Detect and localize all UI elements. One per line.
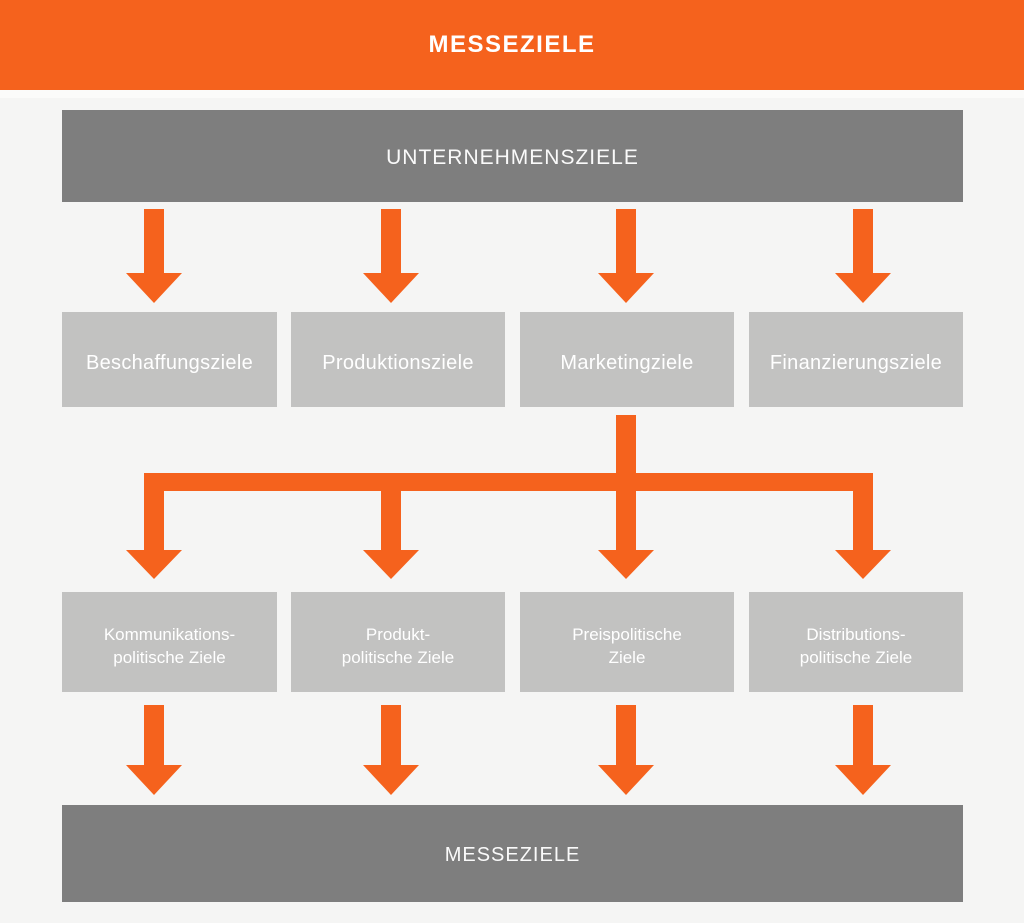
down-arrow-icon — [126, 209, 182, 303]
node-finanzierungsziele: Finanzierungsziele — [749, 312, 963, 407]
connector-drop — [381, 473, 401, 550]
node-preispolitische-ziele: Preispolitische Ziele — [520, 592, 734, 692]
node-label: Beschaffungsziele — [85, 352, 254, 374]
node-beschaffungsziele: Beschaffungsziele — [62, 312, 277, 407]
down-arrow-icon — [126, 705, 182, 795]
node-label: UNTERNEHMENSZIELE — [386, 146, 639, 169]
node-kommunikationspolitische-ziele: Kommunikations- politische Ziele — [62, 592, 277, 692]
node-label-line1: Kommunikations- — [103, 624, 236, 644]
node-label-line2: politische Ziele — [799, 648, 913, 667]
node-unternehmensziele: UNTERNEHMENSZIELE — [62, 110, 963, 202]
node-label: Produktionsziele — [322, 352, 474, 374]
down-arrow-icon — [598, 209, 654, 303]
node-label-line1: Preispolitische — [572, 624, 682, 644]
node-label: Marketingziele — [560, 352, 694, 374]
node-label: Finanzierungsziele — [769, 352, 943, 374]
node-label-line1: Distributions- — [806, 624, 906, 644]
node-label: MESSEZIELE — [444, 844, 581, 866]
down-arrow-icon — [363, 209, 419, 303]
node-distributionspolitische-ziele: Distributions- politische Ziele — [749, 592, 963, 692]
node-produktpolitische-ziele: Produkt- politische Ziele — [291, 592, 505, 692]
page-title: MESSEZIELE — [428, 31, 596, 58]
node-label-line2: politische Ziele — [113, 648, 226, 667]
down-arrow-icon — [363, 705, 419, 795]
connector-horizontal-bar — [144, 473, 873, 491]
down-arrow-icon — [835, 209, 891, 303]
node-produktionsziele: Produktionsziele — [291, 312, 505, 407]
down-arrowhead-icon — [363, 550, 419, 579]
down-arrowhead-icon — [126, 550, 182, 579]
down-arrowhead-icon — [598, 550, 654, 579]
connector-drop — [853, 473, 873, 550]
node-messeziele-bottom: MESSEZIELE — [62, 805, 963, 902]
down-arrow-icon — [835, 705, 891, 795]
node-marketingziele: Marketingziele — [520, 312, 734, 407]
node-label-line2: Ziele — [608, 648, 646, 667]
down-arrowhead-icon — [835, 550, 891, 579]
down-arrow-icon — [598, 705, 654, 795]
node-label-line2: politische Ziele — [341, 648, 455, 667]
header-banner: MESSEZIELE — [0, 0, 1024, 90]
connector-drop — [144, 473, 164, 550]
header-underline — [0, 90, 1024, 98]
node-label-line1: Produkt- — [365, 624, 431, 644]
